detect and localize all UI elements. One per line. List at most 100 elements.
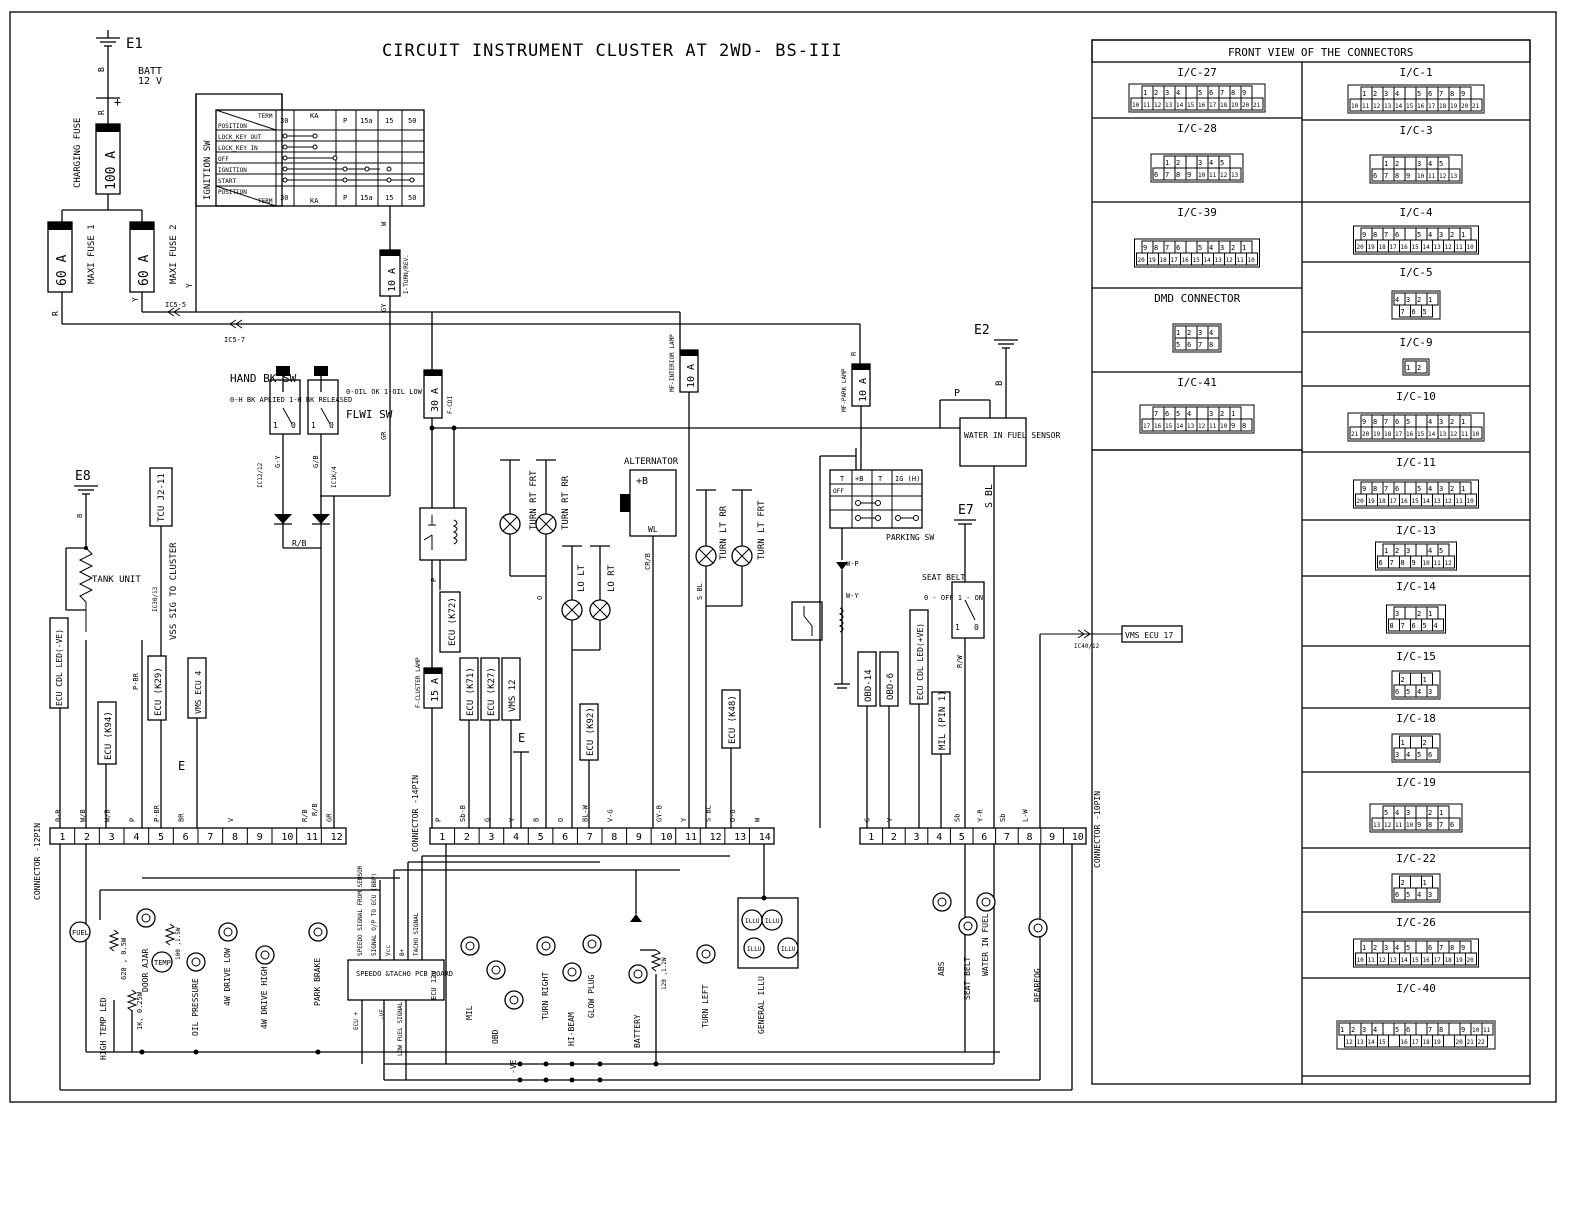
panel-right-3-cell: 3	[1406, 296, 1410, 304]
c10-pin: 4	[936, 832, 942, 843]
c14-wire: GY-B	[655, 805, 663, 822]
panel-left-1-cell: 1	[1165, 159, 1169, 167]
svg-text:OBD: OBD	[491, 1029, 500, 1044]
panel-right-7-cell: 9	[1412, 559, 1416, 567]
panel-right-13-cell: 6	[1428, 944, 1432, 952]
psw-h0: T	[840, 475, 845, 483]
c12-pin: 10	[281, 832, 293, 843]
indicator-general-illu: GENERAL ILLU	[757, 976, 766, 1034]
panel-right-0-cell: 7	[1439, 90, 1443, 98]
panel-right-1-name: I/C-3	[1400, 124, 1433, 137]
panel-right-1-cell: 9	[1406, 172, 1410, 180]
indicator-glow-plug: GLOW PLUG	[582, 934, 602, 1018]
vms-ecu17-ref: IC40/12	[1074, 643, 1100, 650]
c14-pin: 12	[710, 832, 722, 843]
c10-pin: 8	[1027, 832, 1033, 843]
panel-right-13-name: I/C-26	[1396, 916, 1436, 929]
panel-right-12-cell: 2	[1401, 879, 1405, 887]
c12-pin: 6	[183, 832, 189, 843]
panel-right-13-cell: 2	[1373, 944, 1377, 952]
panel-right-11-cell: 13	[1373, 822, 1381, 829]
iturn-fuse-rating: 10 A	[387, 268, 398, 292]
panel-left-0-cell: 1	[1143, 89, 1147, 97]
ig-col-p-b: P	[343, 194, 347, 202]
panel-right-2-cell: 15	[1412, 244, 1420, 251]
panel-right-5-cell: 7	[1384, 418, 1388, 426]
panel-right-13-cell: 20	[1467, 957, 1475, 964]
alternator-title: ALTERNATOR	[624, 457, 679, 467]
panel-right-11-cell: 2	[1428, 809, 1432, 817]
junction-dot	[139, 1049, 145, 1055]
panel-right-5-cell: 14	[1428, 431, 1436, 438]
pcb-sig-5: ECU 12V	[430, 970, 438, 1000]
tcu-ref: IC30/13	[152, 586, 159, 612]
panel-right-1-cell: 13	[1450, 173, 1458, 180]
ig-row-3: OFF	[218, 156, 229, 163]
panel-right-12-cell: 3	[1428, 891, 1432, 899]
resistors: 620 , 0.5W 1K, 0.25W 100 ,1.5W 120 ,1.2W	[108, 870, 668, 1064]
ecu-k29: ECU (K29)	[154, 667, 164, 716]
panel-right-14-cell: 1	[1340, 1026, 1344, 1034]
tank-label: TANK UNIT	[92, 575, 141, 585]
charging-fuse-rating: 100 A	[104, 151, 119, 190]
panel-right-11-name: I/C-19	[1396, 776, 1436, 789]
panel-left-3-cell: 2	[1187, 329, 1191, 337]
c12-wire: BR	[178, 813, 186, 822]
c14-wire: Y	[508, 817, 516, 822]
general-illu: ILLU ILLU ILLU ILLU	[737, 844, 799, 969]
c14-pin: 8	[611, 832, 617, 843]
panel-right-6-cell: 3	[1439, 485, 1443, 493]
c14-pin: 7	[587, 832, 593, 843]
panel-left-2-cell: 2	[1231, 244, 1235, 252]
panel-left-2-cell: 16	[1182, 257, 1190, 264]
panel-left-4-cell: 10	[1220, 423, 1228, 430]
panel-right-5-cell: 19	[1373, 431, 1381, 438]
panel-left-4-cell: 2	[1220, 410, 1224, 418]
panel-right-11-cell: 11	[1395, 822, 1403, 829]
panel-right-6-cell: 20	[1357, 498, 1365, 505]
interior-fuse: 10 A MF-INTERIOR LAMP	[669, 334, 699, 828]
cluster-fuse-rating: 15 A	[430, 678, 441, 702]
panel-right-14-cell: 5	[1395, 1026, 1399, 1034]
lo-lamps: LO LT LO RT	[561, 545, 617, 828]
svg-text:BATTERY: BATTERY	[633, 1014, 642, 1048]
ground-e-left: E	[178, 759, 185, 773]
diagram-frame	[9, 11, 1557, 1103]
svg-text:ABS: ABS	[937, 961, 946, 976]
panel-right-7-cell: 7	[1390, 559, 1394, 567]
svg-text:FUEL: FUEL	[72, 929, 89, 937]
maxi-fuse-1	[47, 221, 73, 293]
maxi-fuse-1-name: MAXI FUSE 1	[87, 224, 97, 284]
panel-right-5-cell: 17	[1395, 431, 1403, 438]
panel-right-11-cell: 6	[1450, 821, 1454, 829]
panel-left-2-cell: 1	[1242, 244, 1246, 252]
panel-right-4-cell: 2	[1417, 364, 1421, 372]
panel-right-0-cell: 2	[1373, 90, 1377, 98]
panel-left-2-cell: 20	[1138, 257, 1146, 264]
panel-right-11-cell: 5	[1384, 809, 1388, 817]
pcb-sig-6: ECU +	[353, 1012, 360, 1030]
svg-text:4W DRIVE HIGH: 4W DRIVE HIGH	[260, 966, 269, 1029]
panel-right-5-name: I/C-10	[1396, 390, 1436, 403]
c12-pin: 7	[207, 832, 213, 843]
panel-left-4-name: I/C-41	[1177, 376, 1217, 389]
battery-lead-label: R	[97, 110, 106, 115]
panel-left-4-cell: 16	[1154, 423, 1162, 430]
c14-pin: 3	[488, 832, 494, 843]
panel-right-14-cell: 12	[1346, 1039, 1354, 1046]
panel-right-6-cell: 16	[1401, 498, 1409, 505]
indicator-high-temp-led: HIGH TEMP LED	[99, 997, 108, 1060]
panel-right-8-cell: 1	[1428, 610, 1432, 618]
panel-right-14-cell: 6	[1406, 1026, 1410, 1034]
panel-left-4-cell: 15	[1165, 423, 1173, 430]
fcdi-rating: 30 A	[430, 388, 441, 412]
junction-dot	[543, 1077, 549, 1083]
ig-col-30-b: 30	[280, 194, 288, 202]
panel-left-2-cell: 13	[1215, 257, 1223, 264]
panel-left-2-cell: 14	[1204, 257, 1212, 264]
panel-right-0-cell: 3	[1384, 90, 1388, 98]
panel-left-0-cell: 6	[1209, 89, 1213, 97]
pcb-sig-2: Vcc	[385, 945, 392, 956]
panel-right-8-name: I/C-14	[1396, 580, 1436, 593]
